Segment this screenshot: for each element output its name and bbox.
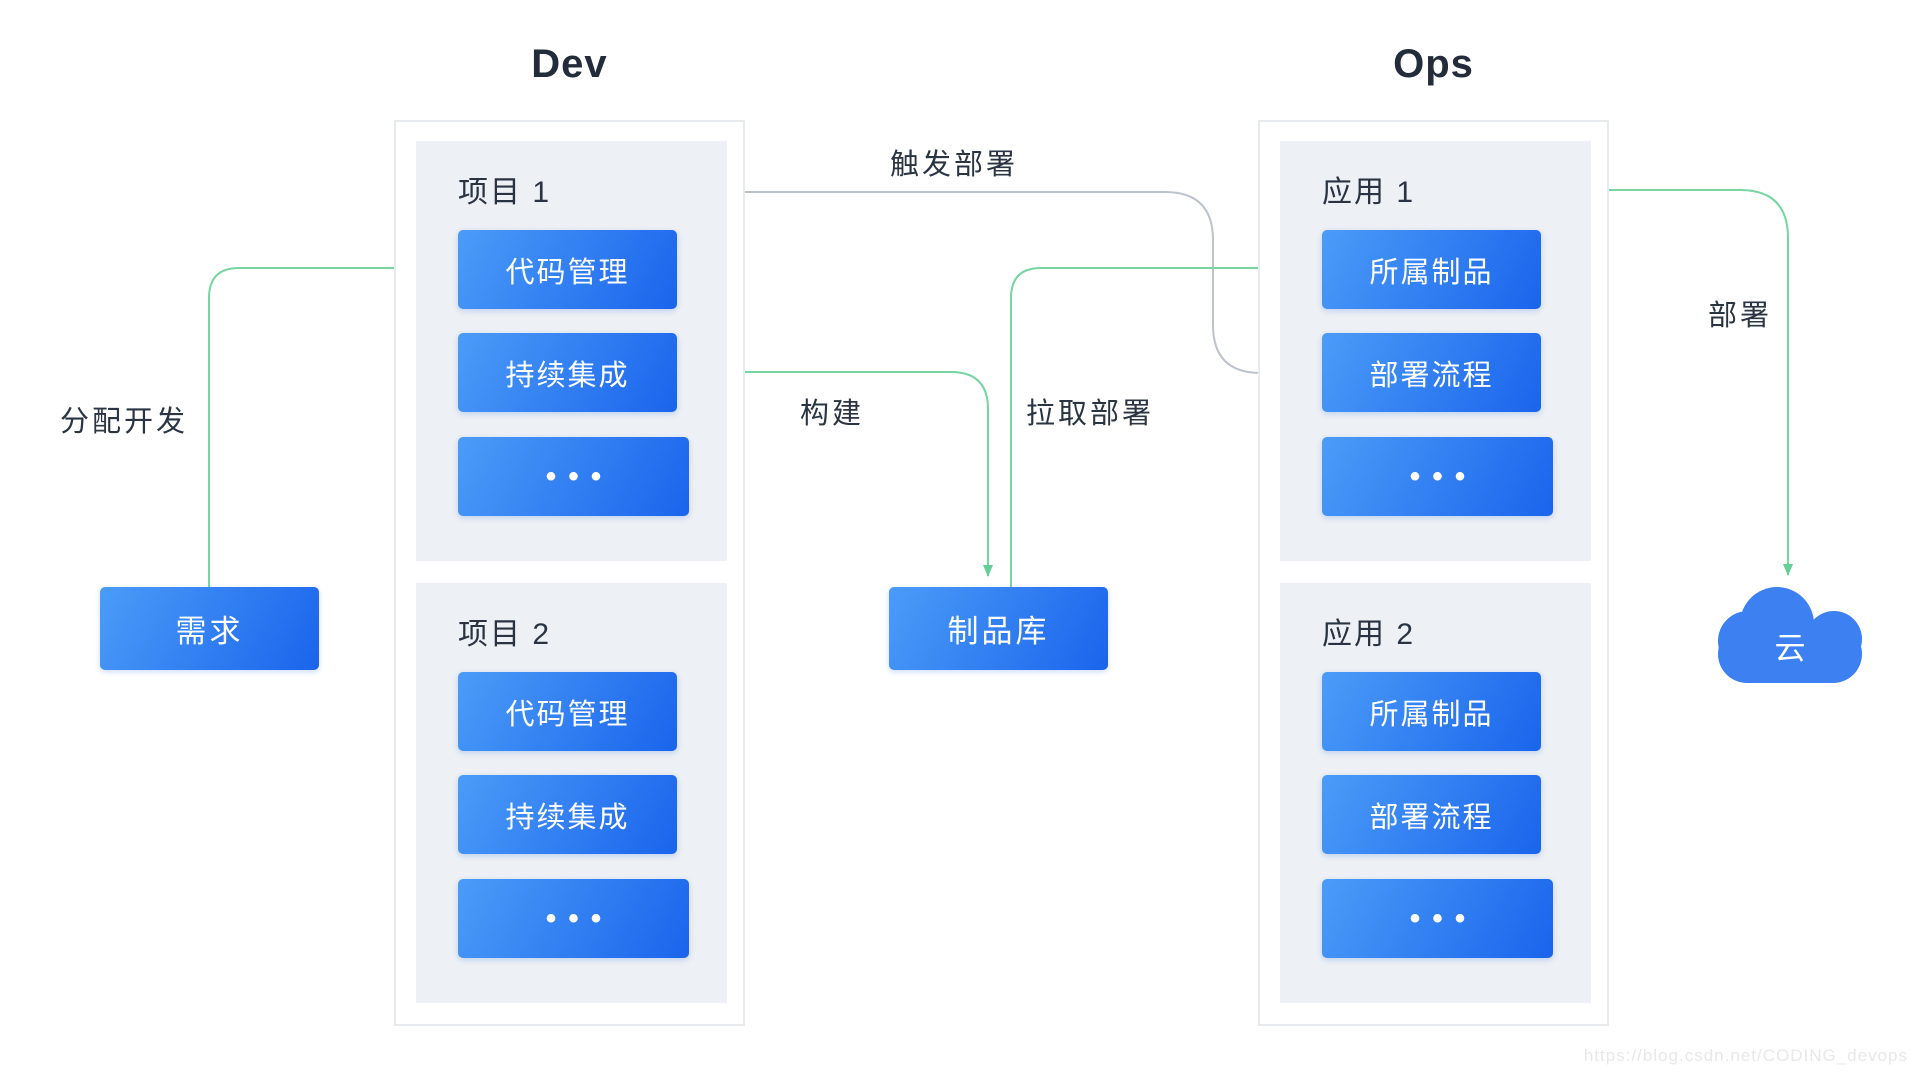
assign-dev-label: 分配开发 xyxy=(60,406,189,438)
app-1-panel: 应用 1 所属制品 部署流程 ••• xyxy=(1280,141,1591,561)
trigger-deploy-arrow xyxy=(719,191,1304,378)
ops-title: Ops xyxy=(1393,42,1474,86)
project-1-label: 项目 1 xyxy=(458,176,552,209)
more-button: ••• xyxy=(458,879,689,958)
ops-column-box: 应用 1 所属制品 部署流程 ••• 应用 2 所属制品 部署流程 ••• xyxy=(1258,120,1609,1026)
project-2-panel: 项目 2 代码管理 持续集成 ••• xyxy=(416,583,727,1003)
project-1-panel: 项目 1 代码管理 持续集成 ••• xyxy=(416,141,727,561)
app-1-label: 应用 1 xyxy=(1322,176,1416,209)
dev-column-box: 项目 1 代码管理 持续集成 ••• 项目 2 代码管理 持续集成 ••• xyxy=(394,120,745,1026)
continuous-integration-button: 持续集成 xyxy=(458,775,677,854)
artifact-repo-node: 制品库 xyxy=(889,587,1108,670)
continuous-integration-button: 持续集成 xyxy=(458,333,677,412)
deploy-pipeline-button: 部署流程 xyxy=(1322,333,1541,412)
more-button: ••• xyxy=(1322,879,1553,958)
deploy-label: 部署 xyxy=(1708,300,1773,332)
owned-artifacts-button: 所属制品 xyxy=(1322,230,1541,309)
app-2-label: 应用 2 xyxy=(1322,618,1416,651)
cloud-icon: 云 xyxy=(1718,587,1862,683)
dev-title: Dev xyxy=(531,42,608,86)
watermark: https://blog.csdn.net/CODING_devops xyxy=(1583,1046,1908,1065)
trigger-deploy-label: 触发部署 xyxy=(890,149,1019,181)
project-2-label: 项目 2 xyxy=(458,618,552,651)
code-management-button: 代码管理 xyxy=(458,230,677,309)
more-button: ••• xyxy=(458,437,689,516)
cloud-label: 云 xyxy=(1774,631,1806,666)
more-button: ••• xyxy=(1322,437,1553,516)
app-2-panel: 应用 2 所属制品 部署流程 ••• xyxy=(1280,583,1591,1003)
requirement-node: 需求 xyxy=(100,587,319,670)
deploy-pipeline-button: 部署流程 xyxy=(1322,775,1541,854)
cloud-base xyxy=(1718,625,1862,683)
pull-deploy-label: 拉取部署 xyxy=(1026,398,1155,430)
build-label: 构建 xyxy=(800,398,865,430)
code-management-button: 代码管理 xyxy=(458,672,677,751)
owned-artifacts-button: 所属制品 xyxy=(1322,672,1541,751)
deploy-arrow xyxy=(1600,189,1793,576)
